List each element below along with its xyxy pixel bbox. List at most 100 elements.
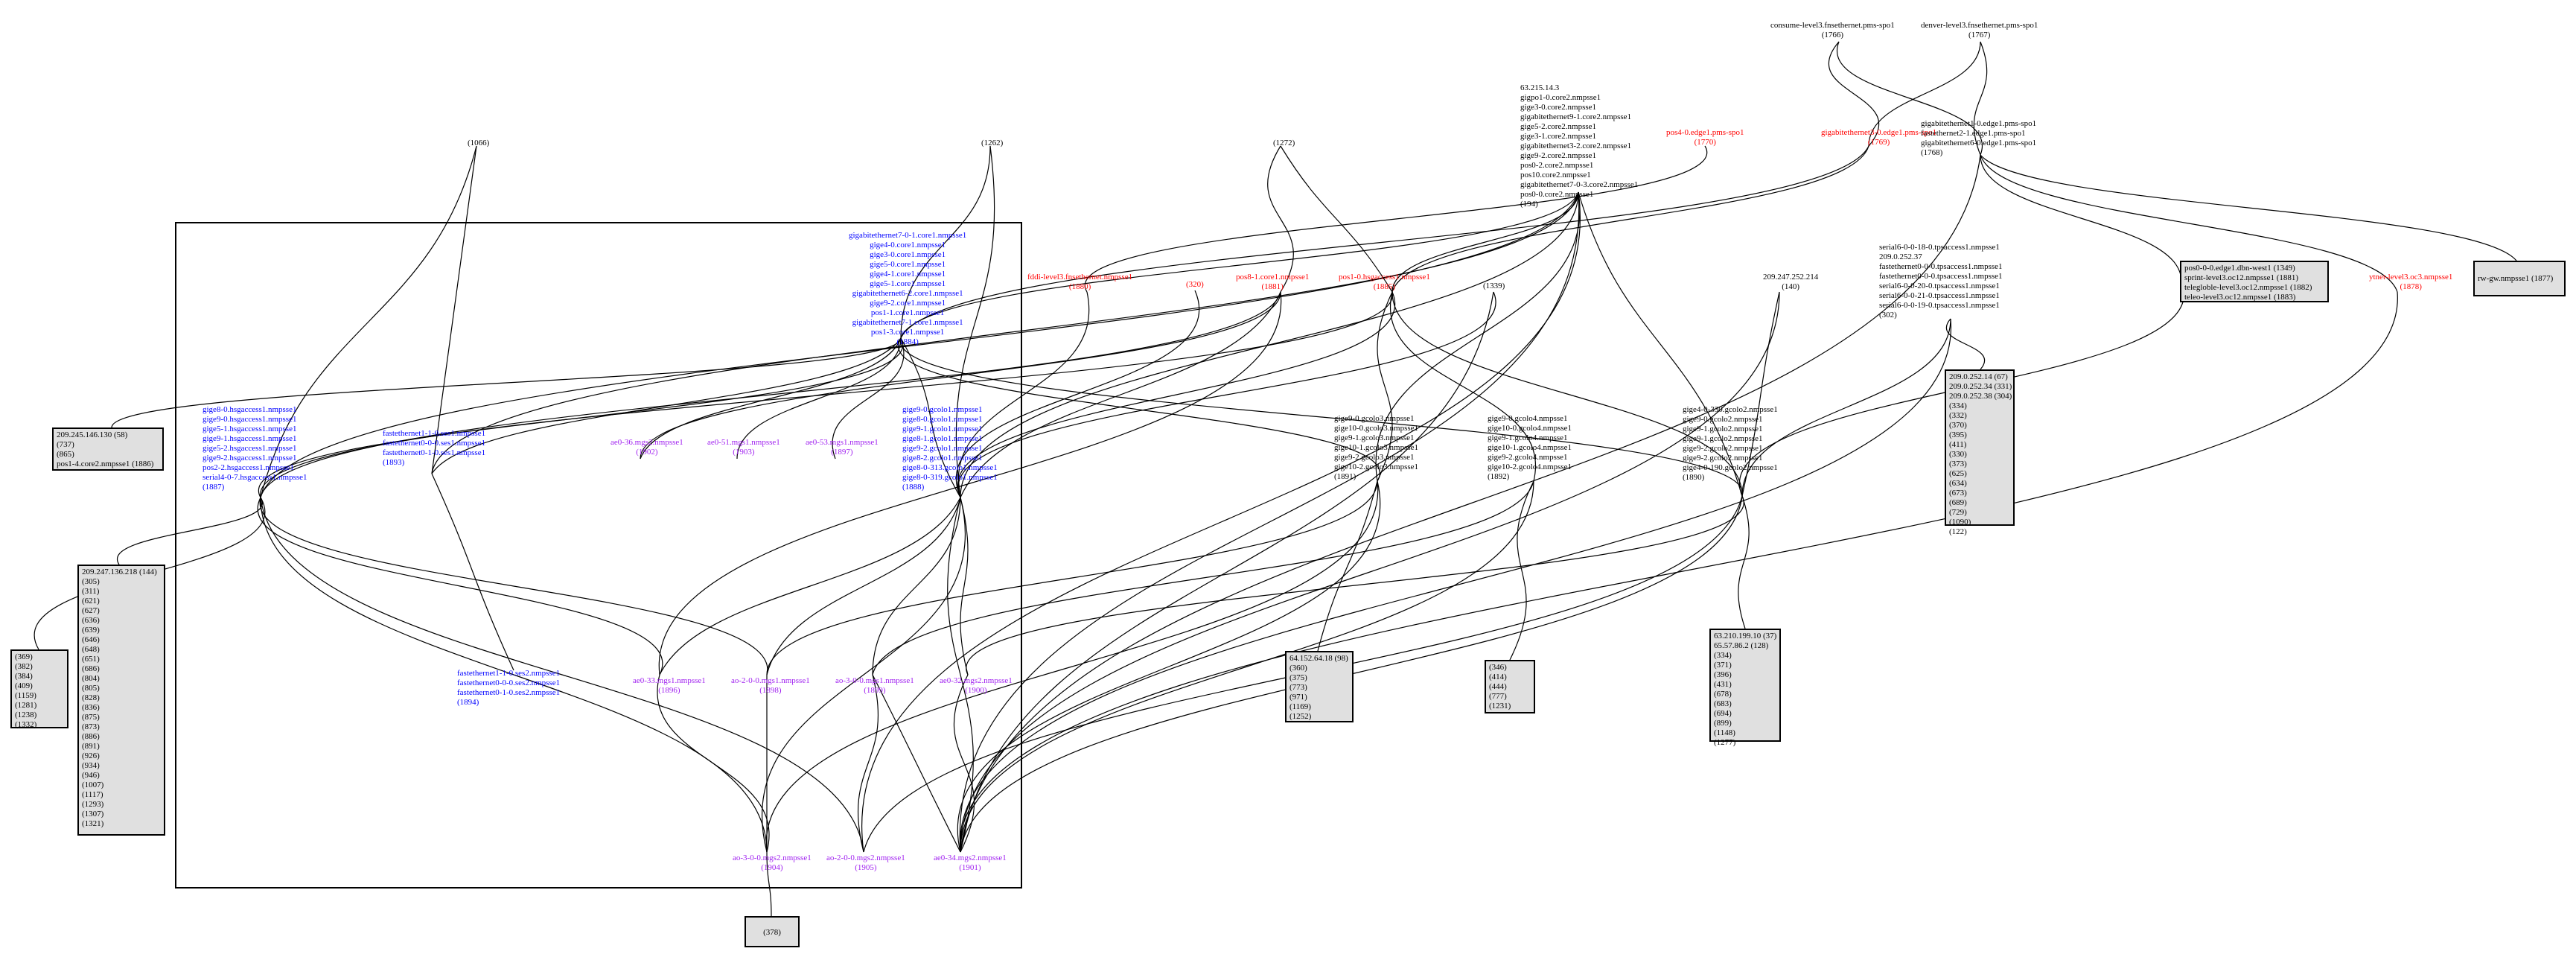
graph-edge: [872, 497, 961, 676]
graph-edge: [960, 291, 1780, 853]
graph-edge: [960, 291, 1281, 498]
node-ae0-33: ae0-33.mgs1.nmpsse1 (1896): [633, 676, 706, 695]
box-mid-3: 63.210.199.10 (37) 65.57.86.2 (128) (334…: [1709, 629, 1781, 747]
graph-edge: [260, 145, 477, 498]
graph-edge: [1084, 145, 1708, 293]
graph-edge: [832, 337, 905, 460]
node-320: (320): [1186, 280, 1204, 289]
node-ae0-51: ae0-51.mgs1.nmpsse1 (1903): [707, 438, 780, 457]
node-gcolo1-list: gige9-0.gcolo1.nmpsse1 gige8-0.gcolo1.nm…: [902, 405, 998, 492]
node-gcolo3-list: gige9-0.gcolo3.nmpsse1 gige10-0.gcolo3.n…: [1334, 414, 1419, 481]
graph-edge: [960, 154, 1981, 853]
node-1262: (1262): [981, 139, 1004, 147]
node-gcolo4-list: gige9-0.gcolo4.nmpsse1 gige10-0.gcolo4.n…: [1488, 414, 1572, 481]
graph-edge: [957, 480, 1380, 853]
graph-edge: [1317, 480, 1378, 652]
graph-edge: [1868, 41, 1981, 147]
graph-edge: [766, 851, 772, 917]
graph-edge: [1375, 191, 1581, 482]
graph-edge: [1738, 495, 1750, 629]
node-1066: (1066): [468, 139, 490, 147]
node-core1-list: gigabitethernet7-0-1.core1.nmpsse1 gige4…: [849, 231, 967, 346]
graph-edge: [947, 497, 974, 853]
graph-edge: [900, 191, 1579, 339]
graph-edge: [1980, 154, 2182, 282]
graph-edge: [960, 480, 1534, 853]
graph-edge: [640, 337, 902, 460]
graph-edge: [1390, 291, 1536, 482]
graph-edge: [1509, 480, 1534, 661]
graph-edge: [1391, 291, 1743, 497]
node-ses1-list: fastethernet1-1-0.ses1.nmpsse1 fastether…: [383, 429, 486, 467]
node-ae0-34: ae0-34.mgs2.nmpsse1 (1901): [934, 853, 1007, 872]
graph-edge: [766, 497, 961, 676]
graph-edge: [966, 495, 1744, 676]
graph-edge: [900, 337, 961, 498]
graph-edge: [111, 337, 902, 428]
graph-edge: [260, 191, 1579, 498]
node-ytnet-level3: ytnet-level3.oc3.nmpsse1 (1878): [2369, 273, 2453, 291]
graph-edge: [260, 291, 1281, 498]
graph-edge: [1377, 291, 1393, 482]
graph-edge: [1280, 145, 1393, 293]
cluster-boundary: [175, 222, 1022, 889]
graph-edge: [260, 497, 768, 853]
graph-edge: [900, 145, 1869, 339]
graph-edge: [872, 674, 961, 853]
box-rw-gw: rw-gw.nmpsse1 (1877): [2473, 261, 2566, 296]
graph-edge: [640, 291, 1281, 460]
graph-edge: [1741, 318, 1951, 497]
node-pos8-core1: pos8-1.core1.nmpsse1 (1881): [1236, 273, 1310, 291]
graph-edge: [1973, 41, 1988, 156]
graph-edge: [431, 191, 1579, 474]
node-1272: (1272): [1273, 139, 1295, 147]
graph-edge: [857, 674, 879, 853]
box-left-top: 209.245.146.130 (58) (737) (865) pos1-4.…: [52, 427, 164, 471]
graph-edge: [872, 480, 1534, 676]
graph-edge: [957, 291, 1496, 498]
node-pos1-hsgaccess1: pos1-0.hsgaccess1.nmpsse1 (1885): [1339, 273, 1430, 291]
node-ae0-53: ae0-53.mgs1.nmpsse1 (1897): [806, 438, 879, 457]
graph-edge: [1980, 154, 2517, 261]
node-ao-3-0-0-mgs2: ao-3-0-0.mgs2.nmpsse1 (1904): [733, 853, 812, 872]
graph-edge: [762, 497, 966, 853]
graph-edge: [955, 290, 1200, 498]
graph-edge: [1980, 154, 2398, 293]
graph-edge: [766, 480, 1378, 676]
graph-edge: [960, 291, 1494, 853]
graph-edge: [431, 473, 514, 671]
graph-edge: [259, 497, 768, 676]
node-gig-edge2: gigabitethernet1-0.edge1.pms-spo1 fastet…: [1921, 119, 2037, 157]
node-ao-3-0-0-mgs1: ao-3-0-0.mgs1.nmpsse1 (1899): [835, 676, 914, 695]
box-right-edge-list: pos0-0-0.edge1.dbn-west1 (1349) sprint-l…: [2180, 261, 2329, 302]
box-right-mid: 209.0.252.14 (67) 209.0.252.34 (331) 209…: [1945, 369, 2015, 536]
graph-edge: [1945, 318, 1986, 370]
box-mid-1: 64.152.64.18 (98) (360) (375) (773) (971…: [1285, 651, 1354, 722]
node-serial-list: serial6-0-0-18-0.tpsaccess1.nmpsse1 209.…: [1879, 243, 2003, 320]
graph-edge: [1391, 145, 1869, 293]
node-gcolo2-list: gige4-0-330.gcolo2.nmpsse1 gige9-0.gcolo…: [1683, 405, 1778, 482]
graph-edge: [1267, 145, 1294, 293]
graph-edge: [1578, 191, 1743, 497]
node-209-247-252-214: 209.247.252.214 (140): [1763, 273, 1819, 291]
box-bottom-378: (378): [745, 916, 800, 947]
node-gig-edge1: gigabitethernet3-0.edge1.pms-spo1 (1769): [1821, 128, 1937, 147]
graph-edge: [898, 337, 1380, 482]
box-left-small: (369) (382) (384) (409) (1159) (1281) (1…: [10, 649, 68, 729]
graph-edge: [955, 145, 995, 498]
node-ae0-32: ae0-32.mgs2.nmpsse1 (1900): [940, 676, 1013, 695]
graph-edge: [900, 337, 1743, 497]
graph-edge: [657, 674, 770, 853]
box-mid-2: (346) (414) (444) (777) (1231): [1485, 660, 1535, 713]
graph-edge: [960, 318, 1951, 853]
node-ao-2-0-0-mgs1: ao-2-0-0.mgs1.nmpsse1 (1898): [731, 676, 810, 695]
node-hsgaccess1-list: gige8-0.hsgaccess1.nmpsse1 gige9-0.hsgac…: [203, 405, 307, 492]
node-1339: (1339): [1483, 282, 1505, 290]
graph-edge: [1836, 41, 1983, 156]
graph-edge: [960, 291, 2398, 853]
node-router-list-top: 63.215.14.3 gigpo1-0.core2.nmpsse1 gige3…: [1520, 83, 1639, 209]
node-ses2-list: fastethernet1-1-0.ses2.nmpsse1 fastether…: [457, 669, 561, 707]
graph-edge: [960, 497, 969, 676]
graph-edge: [900, 145, 991, 339]
node-ae0-36: ae0-36.mgs2.nmpsse1 (1902): [610, 438, 683, 457]
